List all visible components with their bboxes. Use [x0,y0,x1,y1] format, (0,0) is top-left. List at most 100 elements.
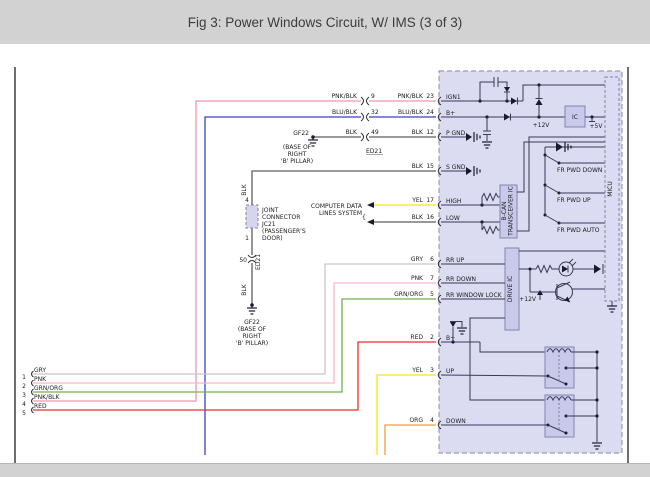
ground-loc: 'B' PILLAR) [281,158,313,165]
left-wire-color: GRN/ORG [34,385,63,392]
diode-icon [511,97,517,105]
connector-name: ED21 [366,148,382,155]
pin-num: 23 [426,93,434,100]
left-wire-terminals: 1 2 3 4 5 GRY PNK GRN/ORG PNK/BLK RED [22,367,63,417]
bcan-transceiver-box [499,184,518,239]
left-wire-color: RED [34,403,47,410]
switch-label: FR PWD DOWN [557,167,602,174]
wire-label-rotated: BLK [241,183,248,195]
wire-blublk-b+ [204,116,436,455]
pin-num: 12 [426,129,434,136]
ground-loc: (BASE OF [283,144,312,151]
drive-ic-box [504,247,520,331]
pin-label: RR UP [446,257,465,264]
jc-label: DOOR) [262,235,283,242]
voltage-label: +5V [590,123,604,130]
voltage-label: +12V [519,296,537,303]
wire-yel-up [376,374,436,455]
inline-connector-ed21: PNK/BLK 9 BLU/BLK 32 BLK 49 ED21 [332,93,383,155]
pin-wire: PNK [411,275,424,282]
module-internals: +12V IC +5V B-CAN TRANSCEIV [440,76,620,450]
jc-pin-bottom: 1 [245,235,249,242]
left-wire-color: GRY [34,367,46,374]
ground-arrow-icon [466,133,472,141]
voltage-label: +12V [533,122,551,129]
pin-wire: BLK [412,163,424,170]
ground-gf22-top: GF22 (BASE OF RIGHT 'B' PILLAR) [281,130,319,165]
pin-num: 5 [430,291,434,298]
resistor-icon [481,192,500,202]
pin-label: HIGH [446,198,461,205]
wire-org-down [384,424,436,455]
pin-num: 4 [430,417,434,424]
pin-label: B+ [446,110,455,117]
pass-pin: 50 [239,257,247,264]
ground-arrow-icon [466,167,472,175]
diode-icon [535,99,543,105]
pin-wire: GRN/ORG [394,291,423,298]
resistor-icon [481,225,500,235]
computer-data-lines-callout: COMPUTER DATA LINES SYSTEM { [311,202,374,225]
conn-pin: 32 [371,109,379,116]
jc-label: (PASSENGER'S [262,228,306,235]
pin-wire: YEL [411,367,423,374]
jc-label: JC21 [261,221,276,228]
callout-line2: LINES SYSTEM [319,210,362,217]
left-wire-color: PNK [34,376,47,383]
transistor-icon [555,283,573,301]
left-wire-num: 2 [22,383,26,390]
pin-label: RR WINDOW LOCK [446,292,503,299]
diode-icon [504,87,510,92]
arrow-left-icon [367,202,374,208]
pin-num: 24 [426,109,434,116]
ground-loc: 'B' PILLAR) [236,340,268,347]
pin-wire: PNK/BLK [398,93,425,100]
left-wire-num: 1 [22,374,26,381]
ic-label: IC [572,114,578,121]
pin-label: S GND [446,164,466,171]
bottom-bar [0,463,650,477]
wire-label-rotated: BLK [241,283,248,295]
conn-wire-label: BLK [346,129,358,136]
wire-pnk-rrdown [33,282,436,384]
pin-num: 3 [430,367,434,374]
ground-gf22-bottom: GF22 (BASE OF RIGHT 'B' PILLAR) [236,303,268,347]
conn-wire-label: PNK/BLK [332,93,359,100]
ground-loc: (BASE OF [238,326,267,333]
pin-num: 15 [426,163,434,170]
jc-label: CONNECTOR [262,214,300,221]
conn-pin: 9 [371,93,375,100]
switch-label: FR PWD AUTO [557,227,600,234]
conn-pin: 49 [371,129,379,136]
left-wire-num: 4 [22,401,26,408]
ground-name: GF22 [244,319,260,326]
drive-ic-label: DRIVE IC [507,276,514,302]
ground-loc: RIGHT [288,151,307,158]
wire-gry-rrup [33,263,436,375]
pin-label: DOWN [446,418,466,425]
pin-wire: BLK [412,214,424,221]
jc-label: JOINT [261,207,279,214]
bcan-label: B-CAN [501,201,508,220]
pin-label: UP [446,368,454,375]
ground-loc: RIGHT [243,333,262,340]
diode-icon [504,113,510,121]
diode-icon [450,322,456,327]
pin-label: B+ [446,335,455,342]
left-wire-num: 5 [22,410,26,417]
pin-num: 2 [430,334,434,341]
title-bar: Fig 3: Power Windows Circuit, W/ IMS (3 … [0,0,650,44]
pin-wire: BLK [412,129,424,136]
joint-connector-jc21: BLK 4 JOINT CONNECTOR JC21 (PASSENGER'S … [239,183,305,295]
figure-title: Fig 3: Power Windows Circuit, W/ IMS (3 … [187,14,463,30]
resistor-icon [535,264,559,274]
pass-conn-name: ED21 [255,254,262,270]
pin-label: LOW [446,215,460,222]
power-window-module-box [438,70,623,454]
wire-grnorg-rrlock [33,298,436,393]
pin-wire: GRY [411,256,423,263]
ground-arrow-icon [556,142,563,152]
left-wire-color: PNK/BLK [34,394,61,401]
